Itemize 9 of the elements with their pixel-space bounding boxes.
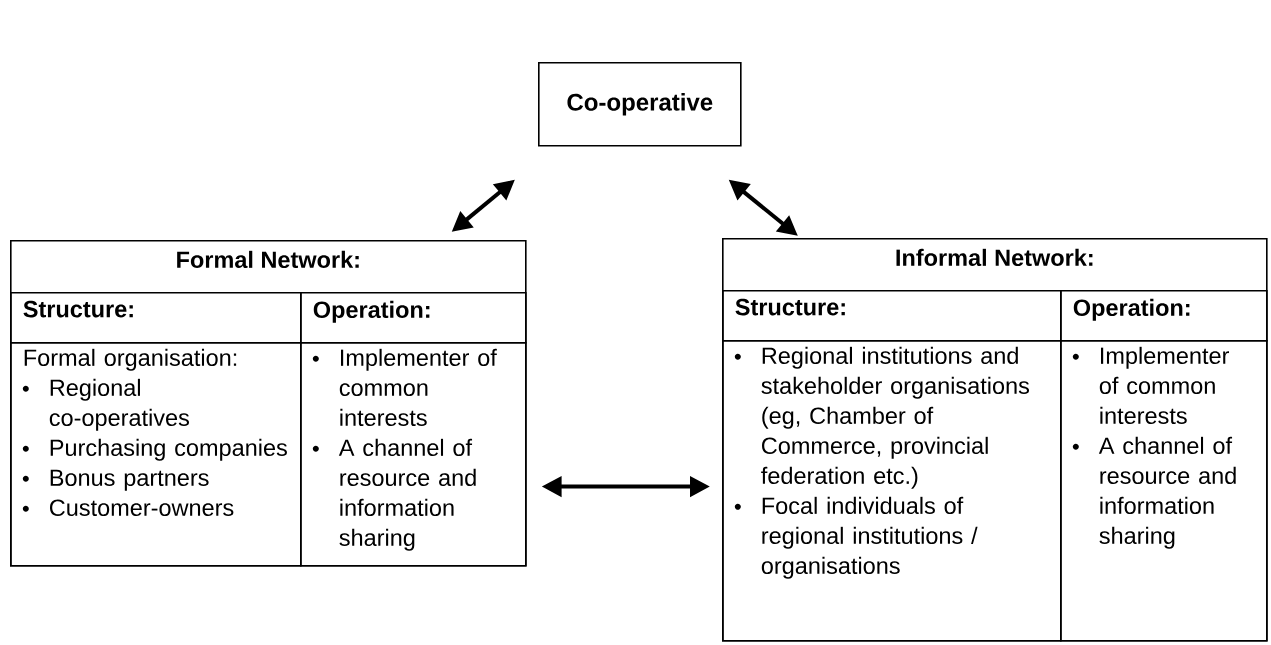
table-cell: Formal organisation: Regional co-operatives Purchasing companies Bonus partners Customer-owners bbox=[10, 342, 302, 567]
header-cell: Operation: bbox=[300, 292, 527, 344]
table-cell: Regional institutions and stakeholder organisations (eg, Chamber of Commerce, provincial federation etc.) Focal individuals of regional institutions / organisations bbox=[722, 340, 1062, 642]
header-cell: Structure: bbox=[722, 290, 1062, 342]
table-cell: Implementer of common interests A channel of resource and information sharing bbox=[300, 342, 527, 567]
header-cell: Structure: bbox=[10, 292, 302, 344]
title-box: Co-operative bbox=[538, 62, 742, 147]
header-cell: Operation: bbox=[1060, 290, 1268, 342]
table-cell: Implementer of common interests A channel of resource and information sharing bbox=[1060, 340, 1268, 642]
